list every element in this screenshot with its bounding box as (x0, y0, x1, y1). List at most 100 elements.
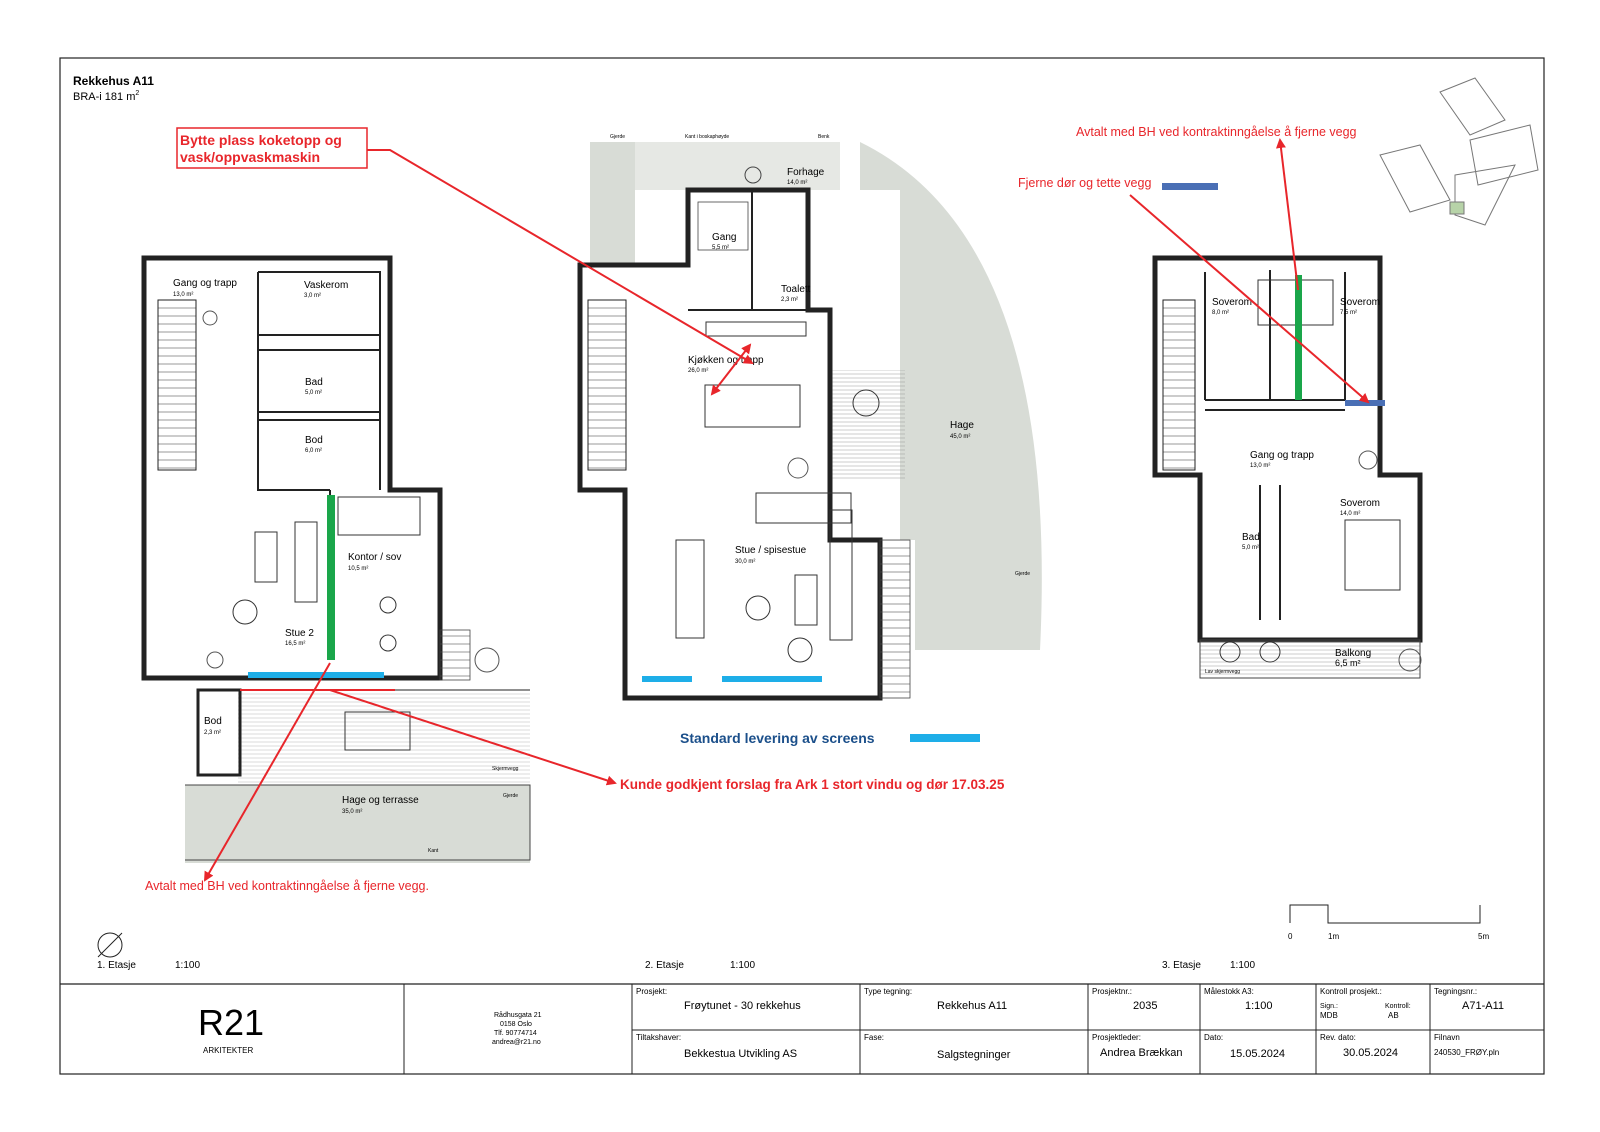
f1-room-bod-area: 6,0 m² (305, 448, 322, 454)
prosjektnr-value: 2035 (1133, 1000, 1157, 1012)
agreed-bottom-note: Avtalt med BH ved kontraktinngåelse å fj… (145, 879, 429, 893)
f2-room-stue: Stue / spisestue (735, 545, 807, 556)
f3-room-bad-area: 5,0 m² (1242, 545, 1259, 551)
floor-3-scale: 1:100 (1230, 960, 1255, 971)
annotations: Bytte plass koketopp og vask/oppvaskmask… (145, 125, 1370, 893)
fase-label: Fase: (864, 1033, 884, 1042)
f2-room-hage-area: 45,0 m² (950, 434, 970, 440)
f3-wall-removal (1295, 275, 1302, 400)
scale-bar: 0 1m 5m (1288, 904, 1489, 941)
prosjekt-label: Prosjekt: (636, 987, 667, 996)
f1-room-kontor-area: 10,5 m² (348, 566, 368, 572)
f2-room-gang-area: 5,5 m² (712, 245, 729, 251)
f1-room-bod2: Bod (204, 716, 222, 727)
area-label: BRA-i 181 m2 (73, 90, 139, 103)
f2-screens-right (722, 676, 822, 682)
type-label: Type tegning: (864, 987, 912, 996)
address-line-1: Rådhusgata 21 (494, 1011, 542, 1019)
leder-label: Prosjektleder: (1092, 1033, 1141, 1042)
floor-1-plan: Gang og trapp 13,0 m² Vaskerom 3,0 m² Ba… (141, 255, 531, 863)
f3-room-gang-area: 13,0 m² (1250, 463, 1270, 469)
dato-label: Dato: (1204, 1033, 1223, 1042)
floor-1-label: 1. Etasje (97, 960, 136, 971)
f3-room-sov3-area: 14,0 m² (1340, 511, 1360, 517)
floor-3-label: 3. Etasje (1162, 960, 1201, 971)
fase-value: Salgstegninger (937, 1049, 1011, 1061)
site-key-plan (1379, 77, 1539, 226)
f1-room-bad: Bad (305, 377, 323, 388)
f1-room-vask: Vaskerom (304, 280, 348, 291)
f1-room-stue: Stue 2 (285, 628, 314, 639)
f3-room-bad: Bad (1242, 532, 1260, 543)
remove-door-note: Fjerne dør og tette vegg (1018, 176, 1151, 190)
swap-note-line2: vask/oppvaskmaskin (180, 149, 320, 165)
agreed-top-note: Avtalt med BH ved kontraktinngåelse å fj… (1076, 125, 1357, 139)
malestokk-label: Målestokk A3: (1204, 987, 1254, 996)
f3-room-balkong: Balkong (1335, 648, 1371, 659)
scale-tick-5: 5m (1478, 932, 1489, 941)
f2-label-benk: Benk (818, 134, 830, 140)
f3-room-sov2: Soverom (1340, 297, 1380, 308)
north-arrow-icon (97, 932, 123, 958)
f1-room-kontor: Kontor / sov (348, 552, 401, 563)
type-value: Rekkehus A11 (937, 1000, 1007, 1012)
screens-legend-swatch (910, 734, 980, 742)
title-block: R21 ARKITEKTER Rådhusgata 21 0158 Oslo T… (60, 983, 1544, 1074)
f2-room-kjokken: Kjøkken og trapp (688, 355, 764, 366)
tiltakshaver-label: Tiltakshaver: (636, 1033, 681, 1042)
f1-label-kant: Kant (428, 848, 439, 854)
tegningsnr-label: Tegningsnr.: (1434, 987, 1477, 996)
f1-wall-removal (327, 495, 335, 660)
f1-room-stue-area: 16,5 m² (285, 641, 305, 647)
sign-label: Sign.: (1320, 1003, 1338, 1010)
f1-room-hage-area: 35,0 m² (342, 809, 362, 815)
f2-label-kant: Kant i boskaphøyde (685, 134, 729, 140)
f2-room-toalett-area: 2,3 m² (781, 297, 798, 303)
filnavn-label: Filnavn (1434, 1033, 1460, 1042)
floor-2-plan: Gjerde Kant i boskaphøyde Benk Forhage 1… (577, 134, 1042, 701)
f3-room-gang: Gang og trapp (1250, 450, 1314, 461)
tiltakshaver-value: Bekkestua Utvikling AS (684, 1048, 797, 1060)
prosjekt-value: Frøytunet - 30 rekkehus (684, 1000, 801, 1012)
f3-room-balkong-area: 6,5 m² (1335, 658, 1361, 668)
customer-note: Kunde godkjent forslag fra Ark 1 stort v… (620, 777, 1005, 792)
f3-seal-wall (1345, 400, 1385, 406)
revdato-label: Rev. dato: (1320, 1033, 1356, 1042)
f1-screens (248, 672, 384, 678)
f2-room-gang: Gang (712, 232, 736, 243)
floor-2-label: 2. Etasje (645, 960, 684, 971)
sheet-header: Rekkehus A11 BRA-i 181 m2 (73, 74, 154, 103)
kontroll2-label: Kontroll: (1385, 1003, 1411, 1010)
f2-hage (860, 142, 1042, 650)
f3-room-sov2-area: 7,5 m² (1340, 310, 1357, 316)
f3-label-lav: Lav skjermvegg (1205, 669, 1240, 675)
f2-room-forhage: Forhage (787, 167, 825, 178)
f2-room-forhage-area: 14,0 m² (787, 180, 807, 186)
address-line-2: 0158 Oslo (500, 1021, 532, 1028)
f1-room-bad-area: 5,0 m² (305, 390, 322, 396)
floor-3-plan: Soverom 8,0 m² Soverom 7,5 m² Gang og tr… (1152, 255, 1423, 679)
filnavn-value: 240530_FRØY.pln (1434, 1048, 1499, 1057)
f3-room-sov1-area: 8,0 m² (1212, 310, 1229, 316)
f3-room-sov3: Soverom (1340, 498, 1380, 509)
f2-room-hage: Hage (950, 420, 974, 431)
f1-garden (185, 785, 530, 863)
kontroll2-value: AB (1388, 1011, 1399, 1020)
swap-note-box (176, 127, 368, 169)
f1-label-gjerde: Gjerde (503, 793, 518, 799)
logo-sub: ARKITEKTER (203, 1046, 253, 1055)
scale-tick-1: 1m (1328, 932, 1339, 941)
leder-value: Andrea Brækkan (1100, 1047, 1183, 1059)
address-line-4: andrea@r21.no (492, 1039, 541, 1046)
drawing-title: Rekkehus A11 (73, 74, 154, 88)
prosjektnr-label: Prosjektnr.: (1092, 987, 1132, 996)
malestokk-value: 1:100 (1245, 1000, 1273, 1012)
f3-room-sov1: Soverom (1212, 297, 1252, 308)
f2-label-gjerde: Gjerde (610, 134, 625, 140)
floor-2-scale: 1:100 (730, 960, 755, 971)
revdato-value: 30.05.2024 (1343, 1047, 1398, 1059)
sign-value: MDB (1320, 1011, 1338, 1020)
tegningsnr-value: A71-A11 (1462, 1000, 1504, 1012)
dato-value: 15.05.2024 (1230, 1048, 1285, 1060)
